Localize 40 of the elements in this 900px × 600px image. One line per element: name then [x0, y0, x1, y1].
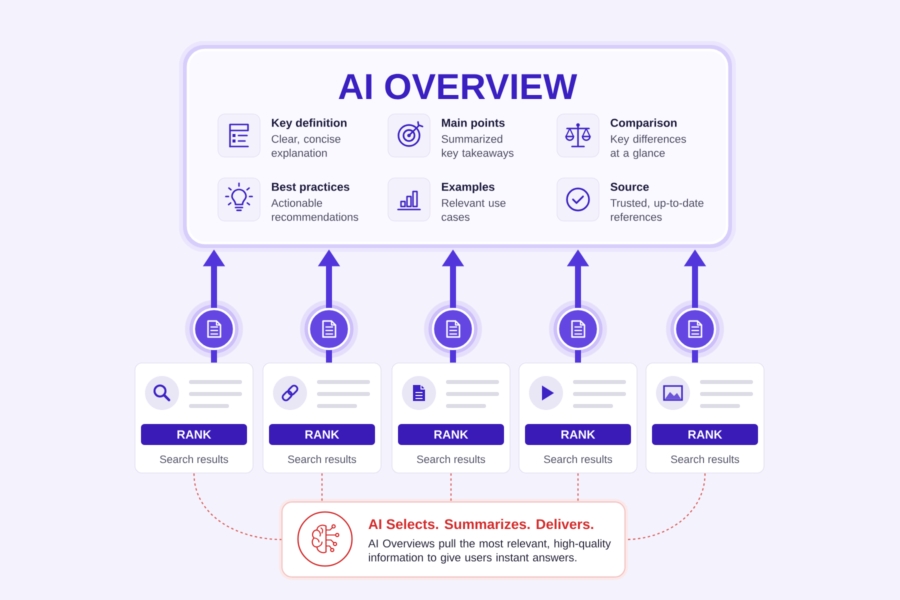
- rank-bar: RANK: [141, 424, 247, 445]
- document-icon: [185, 300, 243, 358]
- feature-heading: Comparison: [610, 118, 677, 130]
- feature-heading: Main points: [442, 118, 505, 130]
- feature-description: Key differences at a glance: [610, 134, 686, 160]
- rank-bar: RANK: [652, 424, 758, 445]
- card-caption: Search results: [416, 455, 486, 464]
- rank-bar: RANK: [398, 424, 504, 445]
- dashed-connector: [450, 473, 452, 502]
- card-caption: Search results: [288, 455, 356, 464]
- dashed-connector: [193, 473, 282, 540]
- card-caption: Search results: [544, 455, 612, 464]
- connector-line: [450, 350, 456, 363]
- feature-description: Relevant use cases: [442, 198, 506, 221]
- connector-line: [575, 350, 581, 363]
- card-caption: Search results: [670, 455, 740, 464]
- document-icon: [424, 300, 482, 358]
- feature-description: Trusted, up-to-date references: [610, 198, 704, 221]
- dashed-connector: [321, 473, 323, 502]
- feature-description: Summarized key takeaways: [442, 134, 514, 160]
- dashed-connector: [626, 473, 706, 540]
- connector-line: [692, 350, 698, 363]
- panel-title: AI OVERVIEW: [338, 74, 578, 100]
- feature-description: Clear, concise explanation: [272, 134, 340, 160]
- feature-heading: Examples: [442, 182, 494, 194]
- document-icon: [300, 300, 358, 358]
- dashed-connector: [577, 473, 579, 502]
- rank-bar: RANK: [269, 424, 375, 445]
- callout-title: AI Selects. Summarizes. Delivers.: [368, 518, 594, 530]
- document-icon: [666, 300, 724, 358]
- connector-line: [326, 350, 332, 363]
- feature-heading: Best practices: [272, 182, 350, 194]
- document-icon: [549, 300, 607, 358]
- connector-line: [211, 350, 217, 363]
- card-caption: Search results: [160, 455, 228, 464]
- feature-description: Actionable recommendations: [271, 198, 358, 221]
- feature-heading: Source: [610, 182, 649, 191]
- rank-bar: RANK: [525, 424, 631, 445]
- feature-heading: Key definition: [272, 118, 346, 130]
- callout-text: AI Overviews pull the most relevant, high-quality information to give users instant answers.: [368, 539, 611, 564]
